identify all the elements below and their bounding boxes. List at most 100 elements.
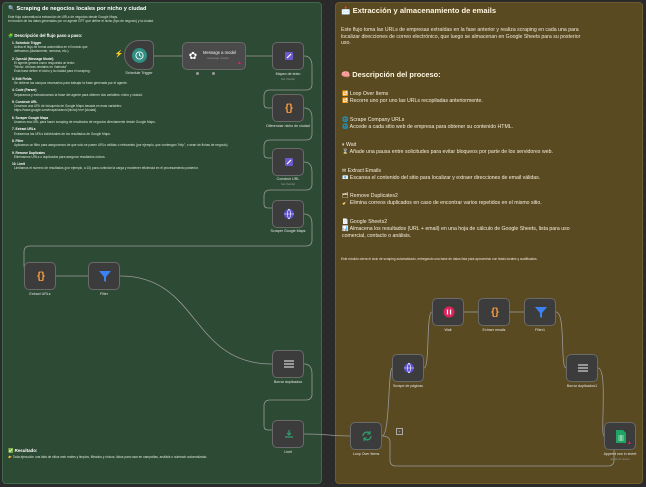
- step-heading: 2. OpenAI (Message Model): [12, 56, 54, 61]
- limit-icon: [282, 428, 296, 440]
- filter-label: Filter: [100, 292, 108, 296]
- list-icon: [576, 362, 590, 374]
- clock-icon: [132, 48, 147, 63]
- step-heading: 8. Filter: [12, 139, 24, 143]
- extract-urls-label: Extract URLs: [29, 292, 51, 296]
- loop-over-items-label: Loop Over Items: [352, 452, 380, 456]
- right-intro-line: uso.: [341, 40, 351, 47]
- step-description: Separamos y estructuramos la frase del a…: [14, 92, 143, 97]
- step-heading: 10. Limit: [12, 162, 25, 167]
- filter1-label: Filter1: [535, 328, 545, 332]
- process-item-description: ⌛ Añade una pausa entre solicitudes para…: [342, 149, 553, 155]
- extraer-emails-node[interactable]: {}: [478, 298, 510, 326]
- append-row-label: Append row in sheet: [603, 452, 637, 456]
- step-description: Usamos esa URL para hacer scraping de re…: [14, 120, 156, 124]
- code-icon: {}: [285, 102, 293, 114]
- mapeo-texto-node[interactable]: [272, 42, 304, 70]
- scrape-paginas-node[interactable]: [392, 354, 424, 382]
- bolt-icon: ⚡: [114, 51, 124, 58]
- wait-node[interactable]: [432, 298, 464, 326]
- right-desc-title: 🧠 Descripción del proceso:: [341, 70, 441, 79]
- filter1-node[interactable]: [524, 298, 556, 326]
- filter-node[interactable]: [88, 262, 120, 290]
- scrape-paginas-label: Scrape de páginas: [393, 384, 423, 388]
- funnel-icon: [534, 306, 548, 318]
- step-heading: 6. Scraper Google Maps: [12, 115, 49, 120]
- process-item-heading: 🔁 Loop Over Items: [342, 91, 389, 97]
- pencil-icon: [282, 155, 296, 169]
- memory-connector[interactable]: [212, 72, 215, 75]
- construir-url-label: Construir URL: [276, 177, 300, 181]
- step-heading: 7. Extract URLs: [12, 127, 36, 132]
- limit-label: Limit: [284, 450, 292, 454]
- extract-urls-node[interactable]: {}: [24, 262, 56, 290]
- step-heading: 3. Edit Fields: [12, 76, 32, 81]
- process-item-heading: 🗂 Remove Duplicates2: [342, 193, 398, 199]
- borrar-duplicados-node[interactable]: [272, 350, 304, 378]
- left-steps-title: 🧩 Descripción del flujo paso a paso:: [8, 33, 83, 38]
- step-description: https://www.google.com/maps/search/{nich…: [14, 108, 97, 113]
- process-item-description: 📧 Escanea el contenido del sitio para lo…: [342, 174, 541, 181]
- process-item-description: 🧹 Elimina correos duplicados en caso de …: [342, 200, 542, 206]
- list-icon: [282, 358, 296, 370]
- borrar-duplicados-label: Borrar duplicados: [273, 380, 303, 384]
- pause-icon: [442, 305, 456, 319]
- code-icon: {}: [491, 306, 499, 318]
- step-description: "Nicho: clínicas dentales en Valencia": [14, 65, 68, 70]
- borrar-duplicados1-node[interactable]: [566, 354, 598, 382]
- add-node-button[interactable]: +: [396, 428, 403, 435]
- borrar-duplicados1-label: Borrar duplicados1: [566, 384, 598, 388]
- step-description: Se obtiene los campos necesarios para tr…: [14, 81, 128, 85]
- diferenciar-label: Diferenciar nicho de ciudad: [266, 124, 310, 128]
- left-intro-line: Este flujo automatiza la extracción de U…: [8, 15, 119, 19]
- construir-url-sub: Set (fields): [280, 182, 296, 186]
- append-row-node[interactable]: ▲: [604, 422, 636, 450]
- append-row-sub: append: sheet: [610, 457, 630, 461]
- mapeo-texto-sub: Set (fields): [280, 77, 296, 81]
- left-result-text: 👉 Toda ejecución una lista de sitios web…: [8, 455, 208, 459]
- left-note-title: 🔍 Scraping de negocios locales por nicho…: [8, 6, 147, 12]
- process-item-description: 📊 Almacena los resultados (URL + email) …: [342, 225, 570, 232]
- model-connector[interactable]: [196, 72, 199, 75]
- right-intro-line: localizar direcciones de correo electrón…: [341, 33, 581, 40]
- sticky-note-left[interactable]: [2, 2, 322, 484]
- right-intro-line: Este flujo toma las URLs de empresas ext…: [341, 27, 579, 33]
- construir-url-node[interactable]: [272, 148, 304, 176]
- step-description: Aplicamos un filtro para asegurarnos de …: [14, 143, 229, 148]
- left-intro-line: en función de los datos generados por un…: [8, 19, 154, 23]
- process-item-heading: 📄 Google Sheets2: [342, 218, 388, 225]
- loop-icon: [360, 429, 374, 443]
- process-item-heading: ✉ Extract Emails: [342, 167, 381, 174]
- warning-icon: ▲: [237, 60, 242, 66]
- step-description: Eliminamos URLs o duplicados para asegur…: [14, 154, 106, 159]
- process-item-description: 🔁 Recorre uno por uno las URLs recopilad…: [342, 98, 483, 104]
- message-model-label: Message a model: [203, 50, 237, 55]
- step-description: Extraemos las URLs individuales de los r…: [14, 131, 111, 136]
- loop-over-items-node[interactable]: [350, 422, 382, 450]
- limit-node[interactable]: [272, 420, 304, 448]
- pencil-icon: [282, 49, 296, 63]
- wait-label: Wait: [444, 328, 452, 332]
- warning-icon: ▲: [627, 440, 632, 446]
- openai-icon: ✿: [188, 50, 198, 62]
- step-description: Activa el flujo de forma automática en e…: [14, 45, 88, 50]
- process-item-heading: 🌐 Scrape Company URLs: [342, 116, 405, 123]
- step-description: Creamos una URL de búsqueda de Google Ma…: [14, 104, 122, 109]
- step-description: El agente genera como respuesta un texto…: [14, 61, 75, 65]
- process-item-heading: ⏸ Wait: [342, 142, 357, 148]
- step-heading: 9. Remove Duplicates: [12, 150, 45, 155]
- step-heading: 5. Construir URL: [12, 100, 38, 104]
- sheets-icon: [615, 429, 627, 443]
- message-model-node[interactable]: ✿ Message a model message (node) ▲: [182, 42, 246, 70]
- scraper-google-maps-node[interactable]: [272, 200, 304, 228]
- extraer-emails-label: Extraer emails: [482, 328, 506, 332]
- scraper-google-maps-label: Scraper Google Maps: [270, 229, 306, 233]
- schedule-trigger-node[interactable]: [124, 40, 154, 70]
- left-result-title: ✅ Resultado:: [8, 448, 38, 453]
- diferenciar-node[interactable]: {}: [272, 94, 304, 122]
- message-model-sub: message (node): [207, 56, 229, 60]
- schedule-trigger-label: Schedule Trigger: [125, 71, 153, 75]
- globe-icon: [402, 361, 416, 375]
- process-item-description: 🌐 Accede a cada sitio web de empresa par…: [342, 123, 514, 130]
- process-item-description: comercial, contacto o análisis.: [342, 232, 412, 239]
